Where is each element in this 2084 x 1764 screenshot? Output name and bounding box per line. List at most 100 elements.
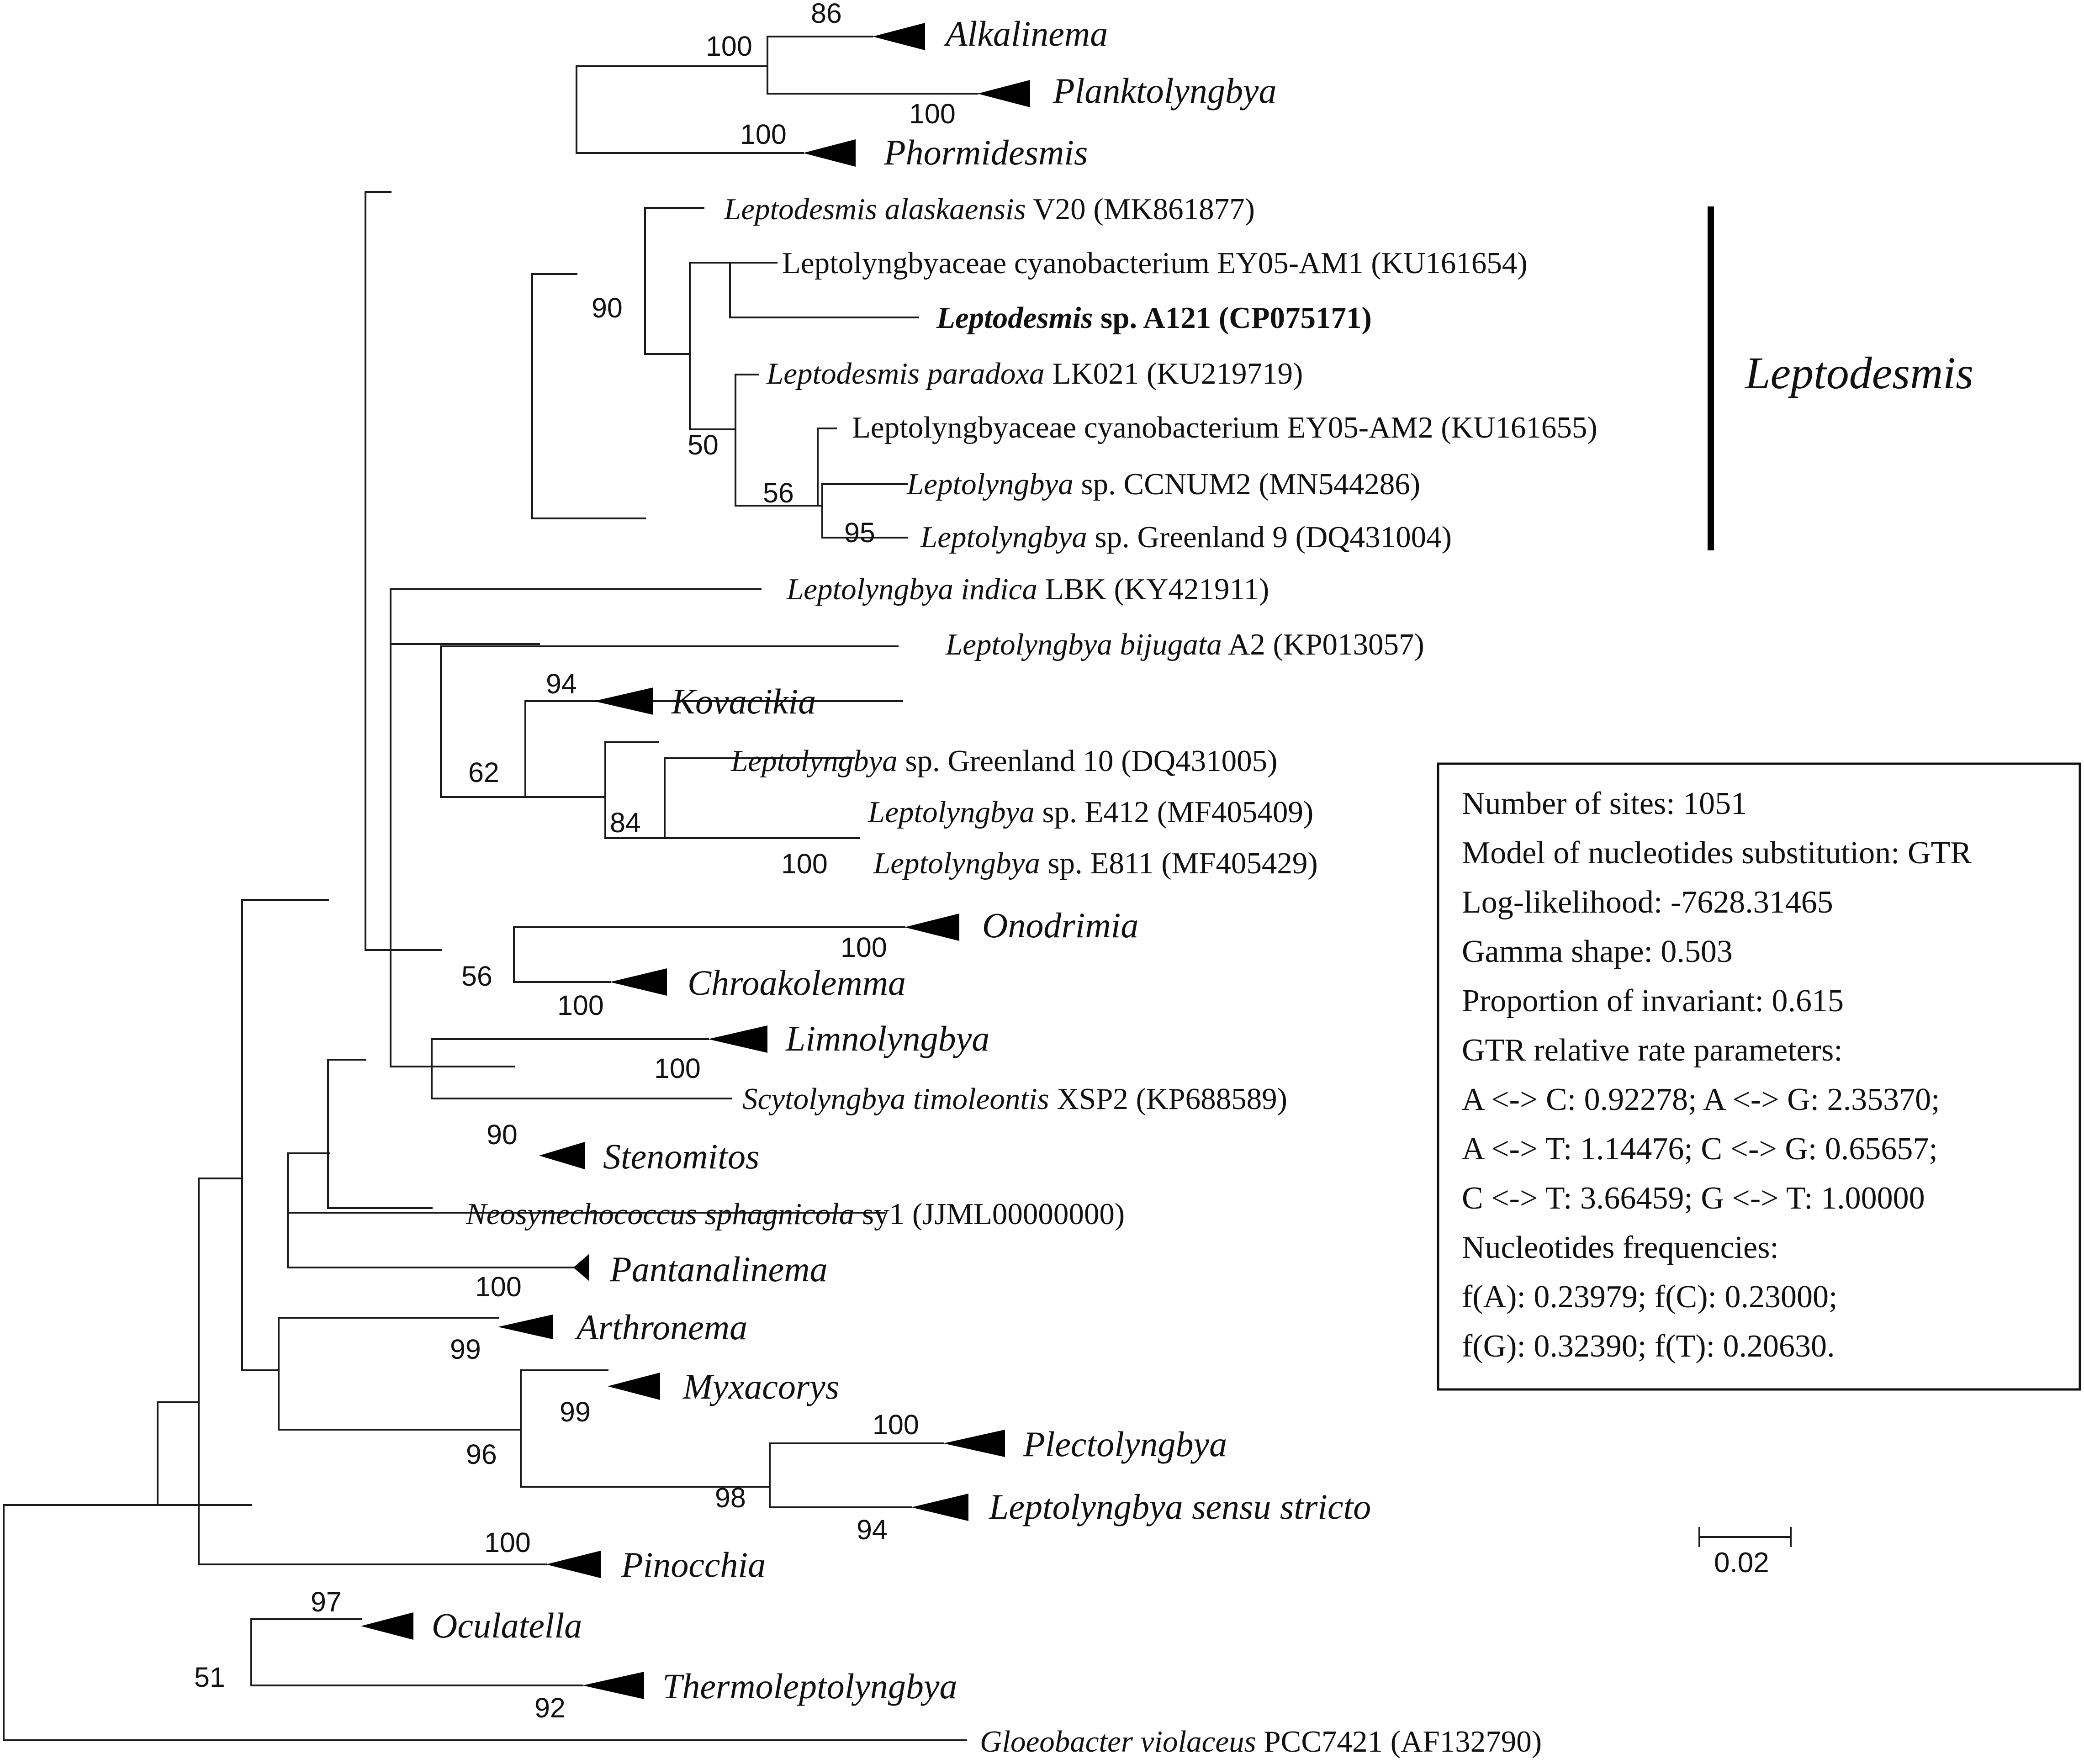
taxon-stenomitos: Stenomitos xyxy=(603,1136,759,1176)
taxon-pantanalinema: Pantanalinema xyxy=(609,1249,828,1289)
info-line-gtr-title: GTR relative rate parameters: xyxy=(1462,1033,1843,1068)
taxon-ey05-am1: Leptolyngbyaceae cyanobacterium EY05-AM1… xyxy=(782,246,1528,280)
bootstrap-100-plectolyngbya: 100 xyxy=(873,1409,919,1440)
bootstrap-100-limnolyngbya: 100 xyxy=(654,1053,701,1084)
taxon-limnolyngbya: Limnolyngbya xyxy=(785,1019,989,1058)
tree-branches xyxy=(3,36,979,1741)
scale-bar: 0.02 xyxy=(1698,1527,1792,1579)
info-line-gtr-ct-gt: C <-> T: 3.66459; G <-> T: 1.00000 xyxy=(1462,1181,1925,1216)
taxon-chroakolemma: Chroakolemma xyxy=(688,963,906,1003)
bootstrap-95: 95 xyxy=(844,517,875,548)
clade-triangle-kovacikia xyxy=(594,687,653,715)
taxon-ey05-am2: Leptolyngbyaceae cyanobacterium EY05-AM2… xyxy=(852,411,1597,444)
taxon-leptodesmis-alaskaensis: Leptodesmis alaskaensis V20 (MK861877) xyxy=(724,192,1255,226)
scale-bar-line xyxy=(1698,1527,1792,1547)
info-box-frame xyxy=(1437,762,2081,1391)
clade-triangle-arthronema xyxy=(498,1315,553,1339)
clade-triangle-myxacorys xyxy=(608,1373,660,1400)
taxon-leptolyngbya-e412: Leptolyngbya sp. E412 (MF405409) xyxy=(867,795,1313,829)
taxon-leptodesmis-a121: Leptodesmis sp. A121 (CP075171) xyxy=(936,301,1372,335)
taxon-leptolyngbya-bijugata: Leptolyngbya bijugata A2 (KP013057) xyxy=(945,628,1424,661)
bootstrap-50: 50 xyxy=(688,429,719,460)
clade-triangle-planktolyngbya xyxy=(978,80,1030,107)
clade-triangle-oculatella xyxy=(361,1612,413,1640)
taxon-labels: Alkalinema Planktolyngbya Phormidesmis L… xyxy=(432,14,1597,1759)
taxon-myxacorys: Myxacorys xyxy=(682,1367,839,1406)
bootstrap-84: 84 xyxy=(610,807,641,838)
bootstrap-99-arthronema: 99 xyxy=(450,1334,481,1365)
info-line-freq-ac: f(A): 0.23979; f(C): 0.23000; xyxy=(1462,1279,1837,1315)
taxon-leptodesmis-paradoxa: Leptodesmis paradoxa LK021 (KU219719) xyxy=(766,357,1303,391)
clade-triangle-chroakolemma xyxy=(610,968,667,996)
clade-triangle-limnolyngbya xyxy=(708,1025,767,1053)
tree-extra-branches xyxy=(757,374,837,507)
bootstrap-56-onodrimia-chroakolemma: 56 xyxy=(461,961,492,992)
bootstrap-90-leptodesmis: 90 xyxy=(592,292,623,323)
info-line-gtr-ac-ag: A <-> C: 0.92278; A <-> G: 2.35370; xyxy=(1462,1082,1940,1117)
group-label: Leptodesmis xyxy=(1744,348,1973,398)
bootstrap-100-e412-e811: 100 xyxy=(781,848,828,879)
bootstrap-94-kovacikia: 94 xyxy=(546,668,577,699)
bootstrap-values: 86 100 100 100 90 50 56 95 94 62 84 100 … xyxy=(194,0,956,1723)
bootstrap-98: 98 xyxy=(715,1482,746,1513)
info-line-freq-title: Nucleotides frequencies: xyxy=(1462,1230,1779,1265)
taxon-leptolyngbya-ccnum2: Leptolyngbya sp. CCNUM2 (MN544286) xyxy=(906,467,1420,501)
bootstrap-94-leptolyngbya-ss: 94 xyxy=(857,1514,888,1545)
taxon-alkalinema: Alkalinema xyxy=(943,14,1108,53)
bootstrap-92: 92 xyxy=(534,1692,566,1723)
info-line-model: Model of nucleotides substitution: GTR xyxy=(1462,835,1972,871)
info-line-gamma: Gamma shape: 0.503 xyxy=(1462,934,1733,969)
info-line-sites: Number of sites: 1051 xyxy=(1462,786,1747,821)
leptodesmis-group-marker: Leptodesmis xyxy=(1708,206,1973,550)
bootstrap-62: 62 xyxy=(468,757,499,788)
taxon-pinocchia: Pinocchia xyxy=(621,1545,766,1584)
clade-triangle-thermoleptolyngbya xyxy=(582,1672,644,1699)
info-line-freq-gt: f(G): 0.32390; f(T): 0.20630. xyxy=(1462,1329,1835,1364)
bootstrap-100-pantanalinema: 100 xyxy=(475,1271,522,1302)
taxon-scytolyngbya-timoleontis: Scytolyngbya timoleontis XSP2 (KP688589) xyxy=(742,1082,1287,1116)
taxon-arthronema: Arthronema xyxy=(574,1307,747,1347)
bootstrap-100-planktolyngbya: 100 xyxy=(909,98,956,129)
taxon-kovacikia: Kovacikia xyxy=(671,681,816,721)
collapsed-clade-triangles xyxy=(361,23,1030,1699)
taxon-leptolyngbya-sensu-stricto: Leptolyngbya sensu stricto xyxy=(989,1487,1371,1526)
taxon-neosynechococcus-sphagnicola: Neosynechococcus sphagnicola sy1 (JJML00… xyxy=(465,1197,1125,1231)
bootstrap-100-alkalinema-planktolyngbya: 100 xyxy=(706,31,752,62)
clade-triangle-alkalinema xyxy=(873,23,925,50)
taxon-leptolyngbya-greenland9: Leptolyngbya sp. Greenland 9 (DQ431004) xyxy=(920,520,1452,554)
bootstrap-99-myxacorys: 99 xyxy=(560,1396,591,1427)
clade-triangle-pantanalinema xyxy=(573,1254,589,1281)
info-line-loglik: Log-likelihood: -7628.31465 xyxy=(1462,885,1833,920)
bootstrap-86: 86 xyxy=(811,0,842,29)
bootstrap-100-onodrimia: 100 xyxy=(841,932,887,963)
bootstrap-96: 96 xyxy=(466,1439,497,1470)
bootstrap-51: 51 xyxy=(194,1662,225,1693)
taxon-gloeobacter-violaceus: Gloeobacter violaceus PCC7421 (AF132790) xyxy=(980,1725,1542,1759)
bootstrap-100-phormidesmis: 100 xyxy=(740,119,787,150)
clade-triangle-pinocchia xyxy=(546,1551,601,1578)
scale-bar-label: 0.02 xyxy=(1714,1547,1769,1579)
taxon-onodrimia: Onodrimia xyxy=(982,905,1138,945)
clade-triangle-phormidesmis xyxy=(803,139,856,167)
taxon-leptolyngbya-e811: Leptolyngbya sp. E811 (MF405429) xyxy=(873,846,1318,880)
taxon-leptolyngbya-indica: Leptolyngbya indica LBK (KY421911) xyxy=(786,572,1269,606)
bootstrap-100-pinocchia: 100 xyxy=(484,1527,531,1558)
info-box: Number of sites: 1051 Model of nucleotid… xyxy=(1437,762,2081,1391)
info-line-invariant: Proportion of invariant: 0.615 xyxy=(1462,983,1844,1019)
clade-triangle-plectolyngbya xyxy=(943,1430,1005,1457)
taxon-oculatella: Oculatella xyxy=(432,1606,582,1645)
clade-triangle-stenomitos xyxy=(539,1142,585,1169)
clade-triangle-leptolyngbya-ss xyxy=(911,1494,968,1521)
bootstrap-100-chroakolemma: 100 xyxy=(557,990,604,1021)
bootstrap-56-leptodesmis: 56 xyxy=(763,477,794,508)
clade-triangle-onodrimia xyxy=(904,914,959,941)
taxon-thermoleptolyngbya: Thermoleptolyngbya xyxy=(662,1666,957,1706)
taxon-leptolyngbya-greenland10: Leptolyngbya sp. Greenland 10 (DQ431005) xyxy=(730,744,1277,778)
taxon-planktolyngbya: Planktolyngbya xyxy=(1053,71,1277,111)
bootstrap-97: 97 xyxy=(311,1586,342,1617)
bootstrap-90-stenomitos: 90 xyxy=(487,1119,518,1150)
taxon-plectolyngbya: Plectolyngbya xyxy=(1023,1424,1227,1464)
taxon-phormidesmis: Phormidesmis xyxy=(883,132,1088,172)
info-line-gtr-at-cg: A <-> T: 1.14476; C <-> G: 0.65657; xyxy=(1462,1131,1938,1167)
